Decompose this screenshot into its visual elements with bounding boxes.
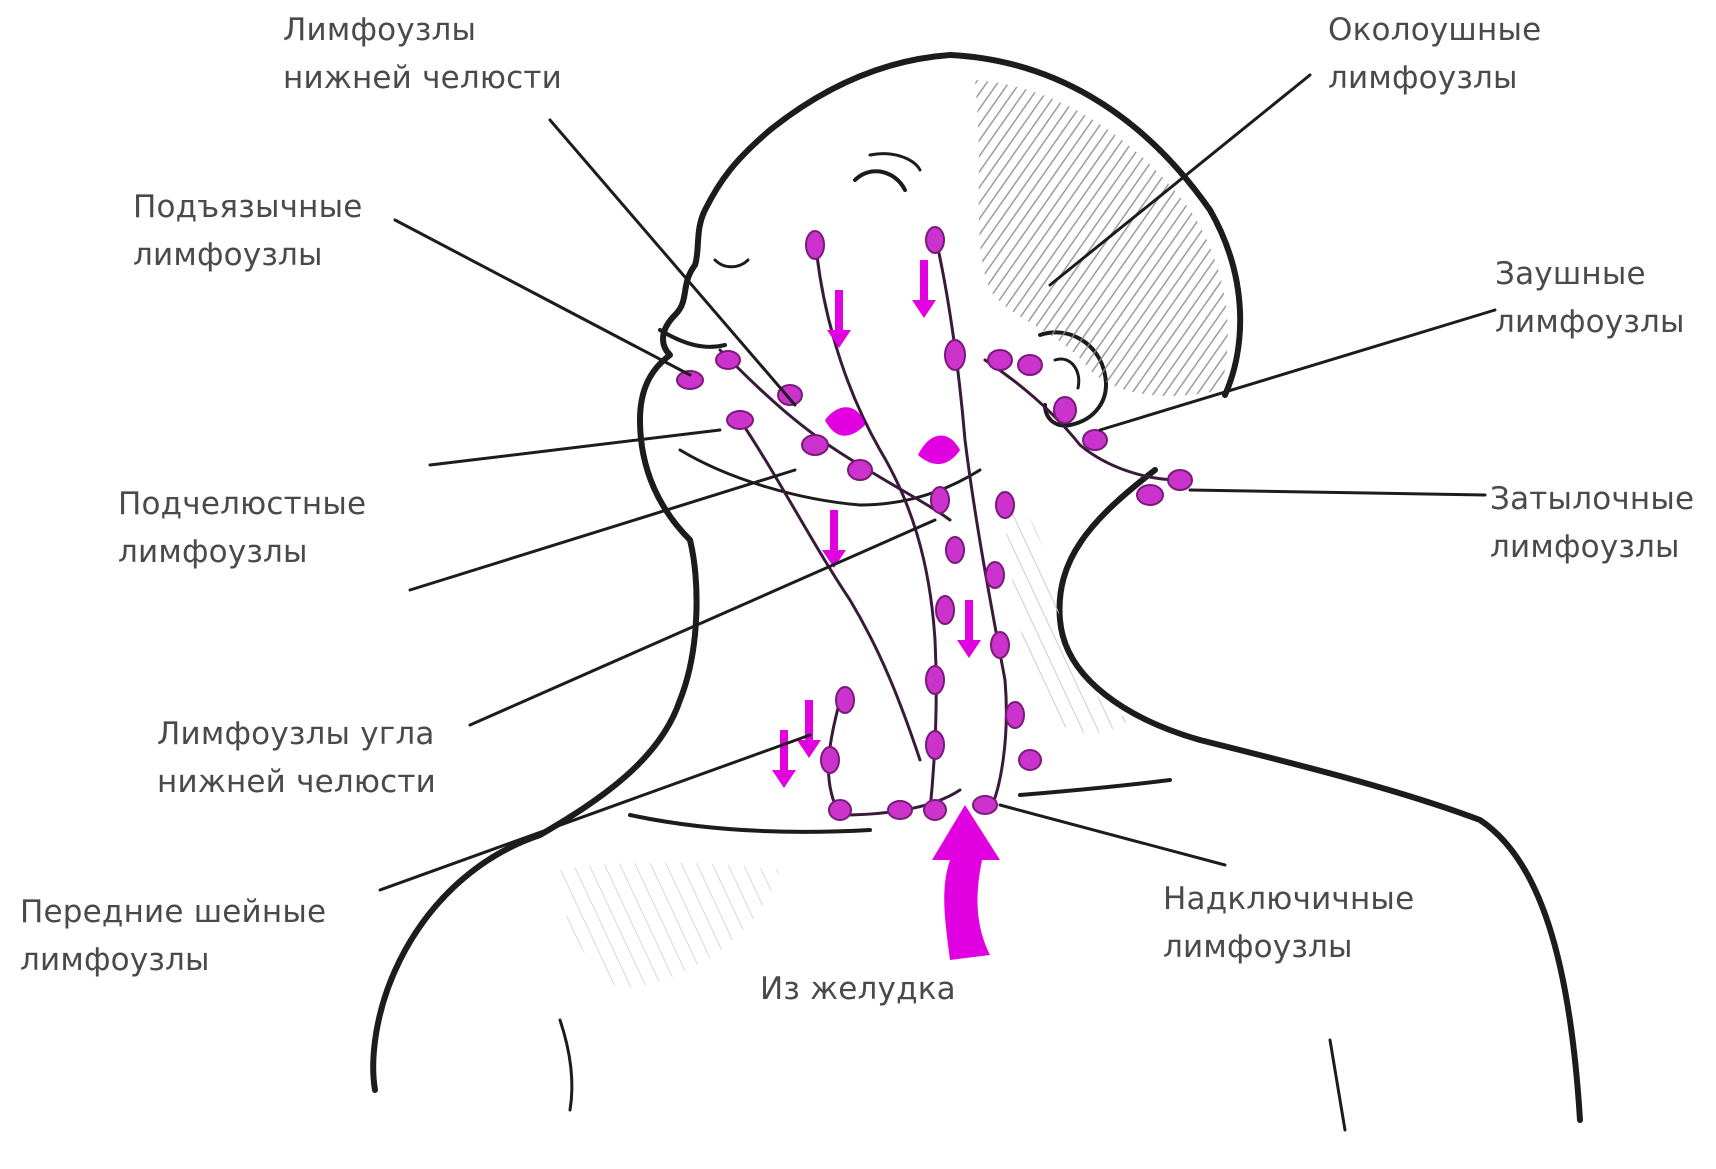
node-supraclavicular-2 [973,796,997,814]
node-submental-3 [727,411,753,429]
flow-arrow-5 [772,730,796,788]
node-deep-4 [1006,702,1024,728]
label-from-stomach-text: Из желудка [760,965,956,1013]
flow-arrow-7 [918,436,960,464]
node-jugular-3 [936,596,954,624]
flow-arrow-2 [912,260,936,318]
hair-shading [975,80,1228,396]
label-retroauricular-line2: лимфоузлы [1495,298,1685,346]
leader-mandibular [550,120,795,405]
node-jugular-6 [924,800,946,820]
torso-crease-right [1330,1040,1345,1130]
label-parotid-line2: лимфоузлы [1328,54,1541,102]
label-supraclavicular: Надключичные лимфоузлы [1163,875,1414,971]
node-jugular-2 [946,537,964,563]
node-parotid-1 [945,340,965,370]
label-supraclavicular-line2: лимфоузлы [1163,923,1414,971]
eye [855,171,905,190]
label-occipital: Затылочные лимфоузлы [1490,475,1694,571]
stomach-flow-arrow [932,805,1000,960]
node-cervical-3 [829,800,851,820]
node-cervical-2 [821,747,839,773]
node-parotid-2 [988,350,1012,370]
leader-lines [380,75,1495,890]
label-retroauricular: Заушные лимфоузлы [1495,250,1685,346]
label-jaw-angle: Лимфоузлы угла нижней челюсти [157,710,436,806]
label-retroauricular-line1: Заушные [1495,250,1685,298]
node-retroauricular-1 [1018,355,1042,375]
label-jaw-angle-line1: Лимфоузлы угла [157,710,436,758]
leader-submandibular [410,470,795,590]
node-face-1 [806,231,824,259]
label-anterior-cervical-line1: Передние шейные [20,888,326,936]
node-deep-3 [991,632,1009,658]
label-sublingual-line1: Подъязычные [133,183,363,231]
node-retroauricular-2 [1054,397,1076,423]
label-from-stomach: Из желудка [760,965,956,1013]
flow-arrow-6 [957,600,981,658]
label-sublingual: Подъязычные лимфоузлы [133,183,363,279]
label-submandibular-line1: Подчелюстные [118,480,366,528]
leader-supraclavicular [1000,805,1225,865]
label-sublingual-line2: лимфоузлы [133,231,363,279]
node-submandibular-3 [848,460,872,480]
label-submandibular-line2: лимфоузлы [118,528,366,576]
node-submandibular-2 [802,435,828,455]
lymph-flow-arrows [772,260,1000,960]
torso-crease [560,1020,572,1110]
node-submental-2 [716,351,740,369]
node-jugular-1 [931,487,949,513]
leader-sublingual-2 [430,430,720,465]
nostril [715,260,748,267]
leader-sublingual [395,220,690,375]
node-cervical-1 [836,687,854,713]
node-supraclavicular-1 [888,801,912,819]
shading [560,80,1228,990]
node-deep-2 [986,562,1004,588]
flow-arrow-4 [797,700,821,758]
label-anterior-cervical-line2: лимфоузлы [20,936,326,984]
label-occipital-line2: лимфоузлы [1490,523,1694,571]
leader-occipital [1190,490,1485,495]
label-occipital-line1: Затылочные [1490,475,1694,523]
chest-shading [560,863,780,991]
label-jaw-angle-line2: нижней челюсти [157,758,436,806]
label-supraclavicular-line1: Надключичные [1163,875,1414,923]
node-jugular-4 [926,666,944,694]
label-parotid-line1: Околоушные [1328,6,1541,54]
label-submandibular: Подчелюстные лимфоузлы [118,480,366,576]
node-retroauricular-3 [1083,430,1107,450]
label-anterior-cervical: Передние шейные лимфоузлы [20,888,326,984]
label-mandibular: Лимфоузлы нижней челюсти [283,6,562,102]
node-deep-5 [1019,750,1041,770]
node-occipital-1 [1137,485,1163,505]
flow-arrow-1 [827,290,851,348]
clavicle-right [1020,780,1170,795]
eyebrow [870,154,920,170]
label-parotid: Околоушные лимфоузлы [1328,6,1541,102]
node-jugular-5 [926,731,944,759]
node-occipital-2 [1168,470,1192,490]
node-deep-1 [996,492,1014,518]
label-mandibular-line1: Лимфоузлы [283,6,562,54]
mouth [660,330,725,347]
label-mandibular-line2: нижней челюсти [283,54,562,102]
node-face-2 [926,227,944,253]
ear-inner [1055,359,1079,388]
